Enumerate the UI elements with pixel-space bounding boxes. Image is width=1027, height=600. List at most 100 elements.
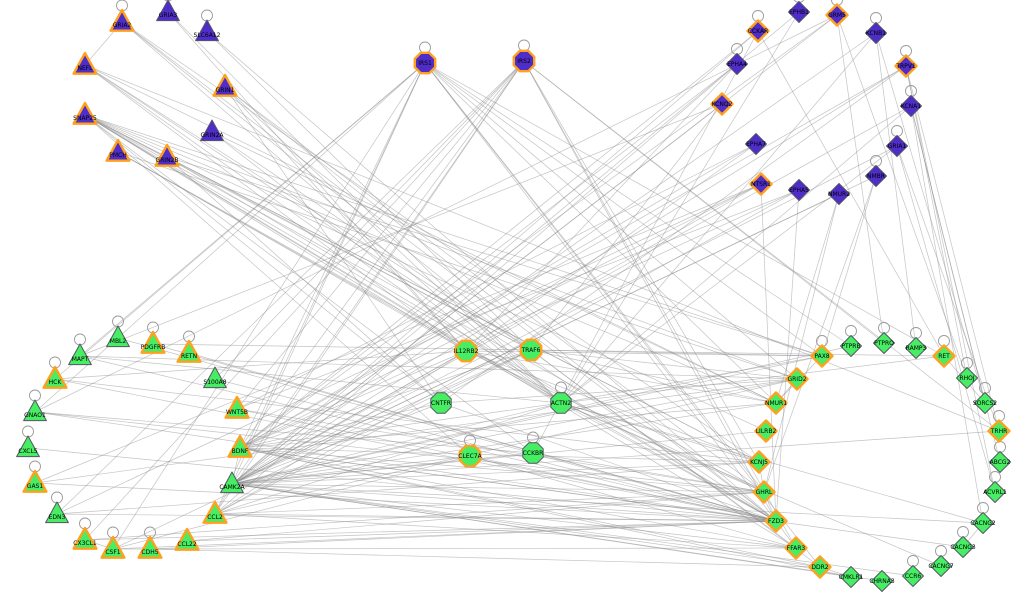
node-TRHR[interactable]: TRHR [987,419,1011,443]
self-loop-NMBR [870,155,882,167]
node-CCR6[interactable]: CCR6 [902,565,924,587]
edge-EPHA4-IL12RB2 [465,63,738,352]
node-MAPT[interactable]: MAPT [68,343,92,366]
self-loop-PTPRO [878,322,890,334]
self-loop-MAPT [74,333,86,346]
node-EPHA5[interactable]: EPHA5 [788,179,810,201]
edge-CAMK2A-NMUR1 [231,402,777,485]
node-NMBR[interactable]: NMBR [865,165,887,187]
dia-node-shape [873,332,895,354]
node-LILRB2[interactable]: LILRB2 [754,419,778,443]
edge-ACTN2-CCL2 [214,402,562,515]
node-IRS1[interactable]: IRS1 [413,51,437,75]
edge-CCKBR-GNAO1 [34,411,534,454]
edge-CCKBR-CAMK2A [231,452,534,485]
self-loop-IRS2 [518,39,530,52]
node-GRM5[interactable]: GRM5 [825,3,849,27]
node-CACNG3[interactable]: CACNG3 [950,536,976,558]
node-EPHB1[interactable]: EPHB1 [788,1,810,23]
node-IRS2[interactable]: IRS2 [512,49,536,73]
edge-NMBR-PAX8 [821,175,877,357]
edge-NMBR-GHRL [763,175,877,493]
tri-node-shape [22,469,48,493]
node-WNT5B[interactable]: WNT5B [224,395,250,419]
edge-IRS1-GHRL [424,62,765,493]
node-GRIA2[interactable]: GRIA2 [109,8,135,32]
node-CNTFR[interactable]: CNTFR [430,392,452,414]
self-loop-CACNG7 [935,545,947,557]
node-FFAR3[interactable]: FFAR3 [784,536,808,560]
tri-node-shape [200,119,224,142]
edge-TRAF6-GRID2 [530,349,798,380]
node-IL12RB2[interactable]: IL12RB2 [454,339,479,363]
edge-IRS2-KCNJ5 [523,60,760,463]
node-ACVRL1[interactable]: ACVRL1 [983,481,1007,503]
edge-ACTN2-MAPT [79,355,562,404]
node-CACNG2[interactable]: CACNG2 [970,512,996,534]
dia-node-shape [764,391,788,415]
node-CSF1[interactable]: CSF1 [100,535,126,559]
edge-EPHA7-IL12RB2 [465,143,757,352]
node-TRAF6[interactable]: TRAF6 [519,338,543,362]
node-GHRL[interactable]: GHRL [752,480,776,504]
oct-node-shape [413,51,437,75]
node-SNAP25[interactable]: SNAP25 [72,101,98,125]
edge-IL12RB2-GHRL [465,350,765,493]
edge-TRPV1-ACVRL1 [905,65,996,493]
edge-CNTFR-FZD3 [440,402,777,522]
node-DDR2[interactable]: DDR2 [808,555,832,579]
edge-BDNF-CACNG3 [239,447,964,548]
dia-node-shape [810,344,834,368]
self-loop-CCR6 [907,555,919,567]
dia-node-shape [726,53,748,75]
node-CCKBR[interactable]: CCKBR [522,442,544,464]
node-KCNJ5[interactable]: KCNJ5 [747,450,771,474]
node-RHOJ[interactable]: RHOJ [956,367,978,389]
edge-SNAP25-CLEC7A [84,114,471,457]
node-CCKAR[interactable]: CCKAR [746,19,770,43]
edge-NTSR1-BDNF [239,183,762,449]
oct-node-shape [550,392,572,414]
node-ABCG2[interactable]: ABCG2 [989,451,1011,473]
oct-node-shape [519,338,543,362]
node-HCK[interactable]: HCK [42,365,68,389]
node-SLC6A12[interactable]: SLC6A12 [194,19,221,42]
node-CHRNA3[interactable]: CHRNA3 [869,570,895,592]
node-CMKLR1[interactable]: CMKLR1 [839,566,864,588]
node-GRID2[interactable]: GRID2 [785,367,809,391]
dia-node-shape [785,367,809,391]
node-RET[interactable]: RET [932,344,956,368]
node-KCNB1[interactable]: KCNB1 [865,22,887,44]
edge-TRAF6-FFAR3 [530,349,797,549]
node-GNAO1[interactable]: GNAO1 [23,399,47,422]
node-GAS1[interactable]: GAS1 [22,469,48,493]
node-MBL2[interactable]: MBL2 [106,325,130,348]
tri-node-shape [176,339,202,363]
tri-node-shape [100,535,126,559]
node-KCNQ2[interactable]: KCNQ2 [710,92,734,116]
self-loop-EDN3 [51,491,63,504]
edge-CAMK2A-TRHR [231,430,1000,485]
node-CACNG7[interactable]: CACNG7 [928,555,954,577]
node-GRIA3[interactable]: GRIA3 [156,0,180,22]
tri-node-shape [72,101,98,125]
edge-CLEC7A-FFAR3 [469,455,797,549]
edge-FZD3-CSF1 [112,520,777,550]
edges-layer [27,11,1001,582]
edge-CCKAR-CAMK2A [231,30,759,485]
node-TRPV1[interactable]: TRPV1 [894,54,918,78]
edge-KCNQ2-TRAF6 [530,103,723,351]
node-EPHA7[interactable]: EPHA7 [745,133,767,155]
edge-IRS2-FZD3 [523,60,777,522]
node-EDN3[interactable]: EDN3 [45,501,69,524]
node-CXCL5[interactable]: CXCL5 [16,435,40,458]
edge-IRS1-HCK [54,62,426,380]
node-PDGFRB[interactable]: PDGFRB [140,330,166,354]
tri-node-shape [174,527,200,551]
tri-node-shape [23,399,47,422]
node-ACTN2[interactable]: ACTN2 [550,392,572,414]
node-PTPRB[interactable]: PTPRB [840,335,862,357]
edge-CLEC7A-CSF1 [112,455,471,550]
node-PMCH[interactable]: PMCH [105,138,131,162]
node-GRIN1[interactable]: GRIN1 [212,73,238,97]
